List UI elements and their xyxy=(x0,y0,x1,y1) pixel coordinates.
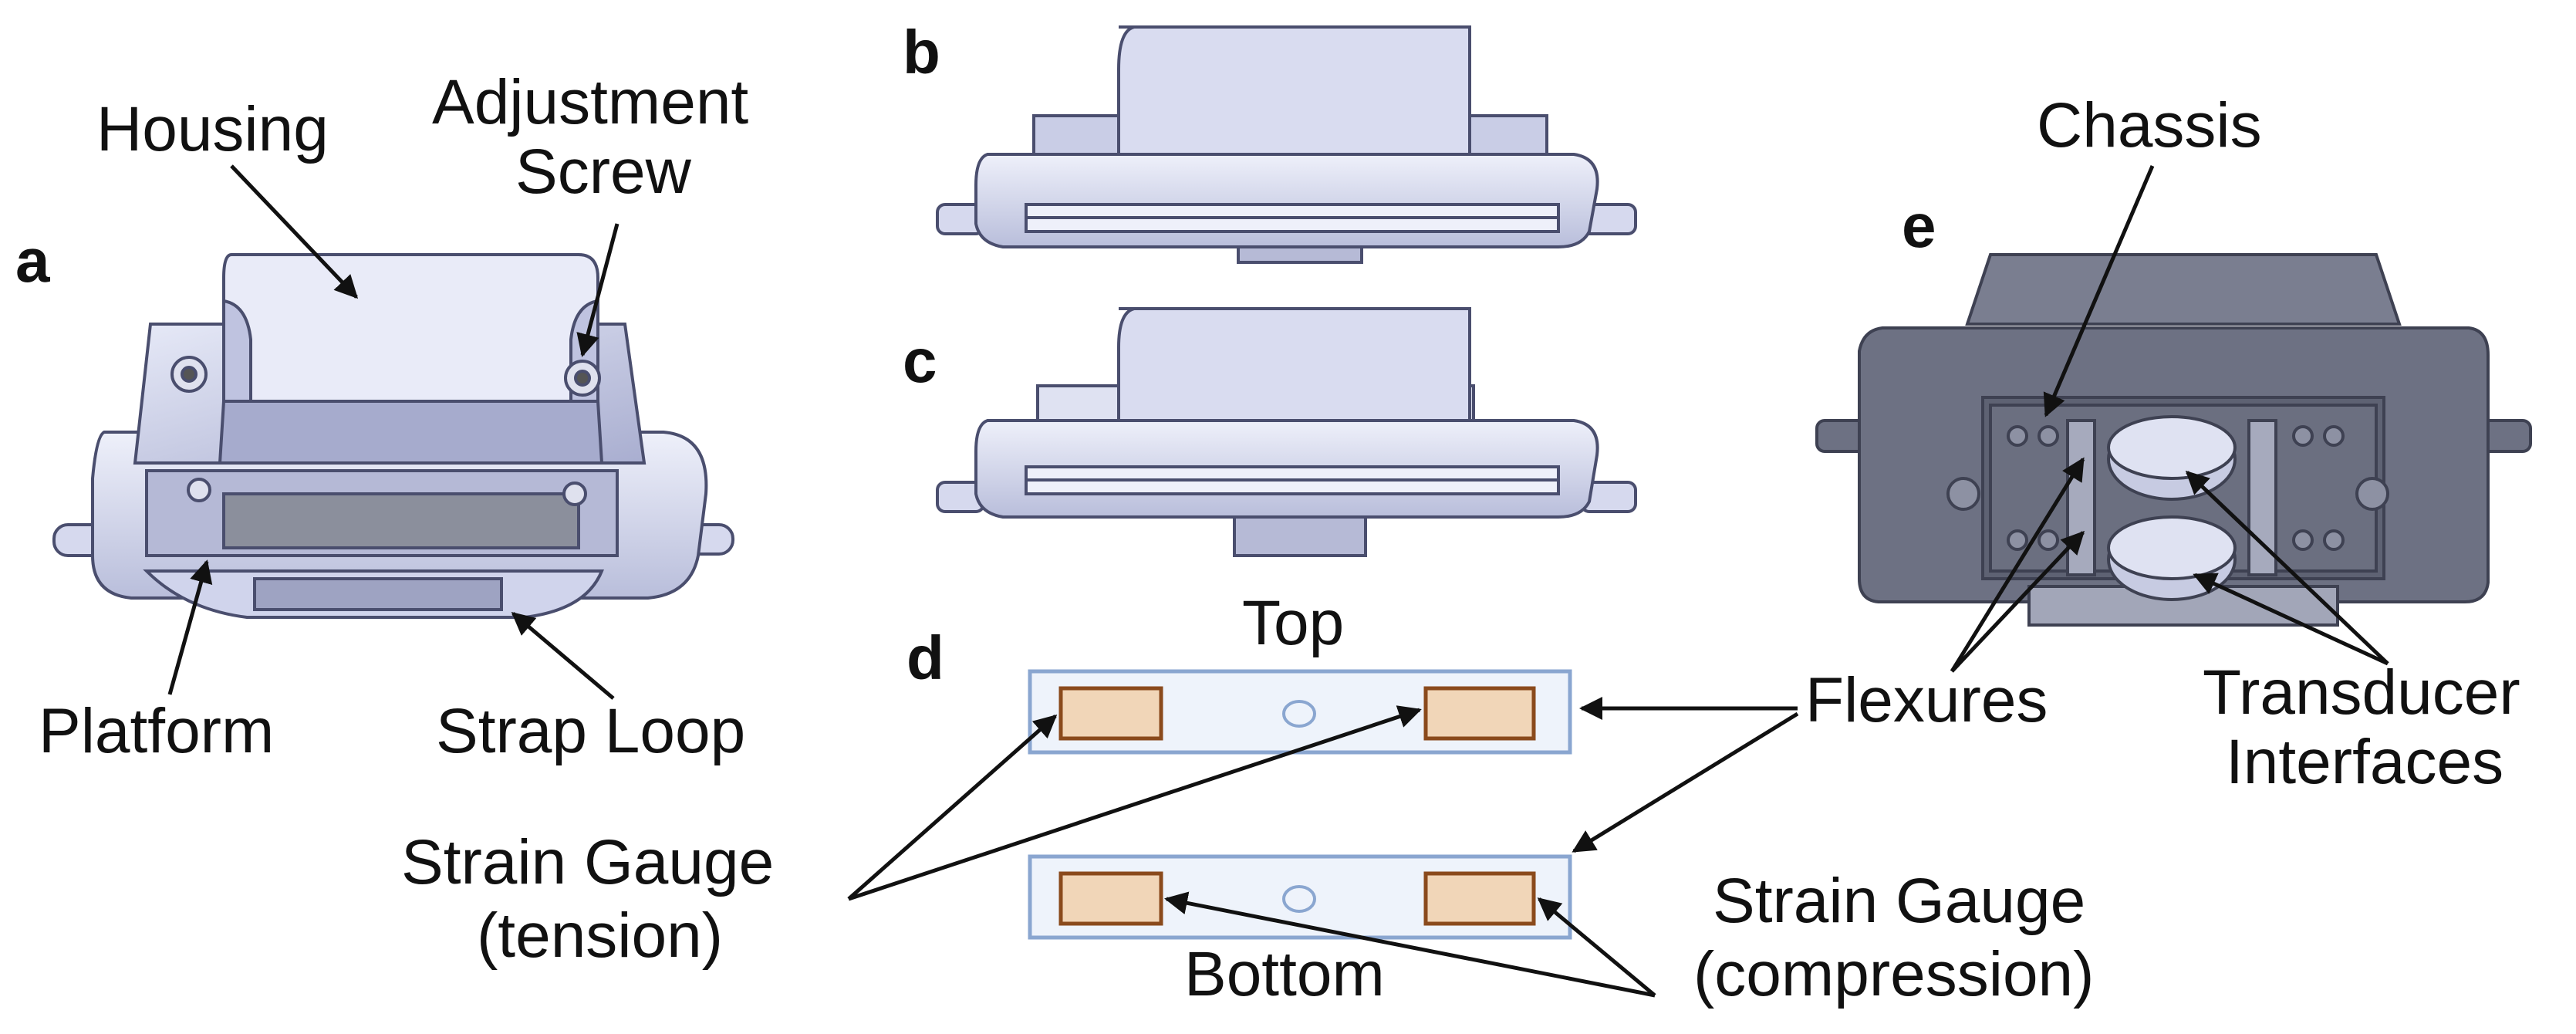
panel-label-d: d xyxy=(906,623,944,692)
panel-a-device xyxy=(52,253,734,619)
label-top: Top xyxy=(1242,588,1344,658)
label-chassis: Chassis xyxy=(2037,90,2262,161)
panel-c-device xyxy=(936,307,1637,557)
panel-b-device xyxy=(936,25,1637,264)
leader-arrows xyxy=(167,164,2389,998)
label-platform: Platform xyxy=(39,696,274,766)
strain-gauge-top-left xyxy=(1058,686,1163,741)
panel-label-a: a xyxy=(15,226,50,295)
label-adjustment-screw-line2: Screw xyxy=(515,137,692,207)
label-strain-gauge-tension-line2: (tension) xyxy=(477,901,723,971)
strain-gauge-bottom-right xyxy=(1423,871,1536,926)
panel-label-e: e xyxy=(1902,191,1936,260)
label-transducer-line2: Interfaces xyxy=(2226,727,2503,797)
strain-gauge-bottom-left xyxy=(1058,871,1163,926)
panel-letters: a b c d e xyxy=(15,18,1936,692)
panel-label-b: b xyxy=(903,18,940,86)
strain-gauge-top-right xyxy=(1423,686,1536,741)
label-transducer-line1: Transducer xyxy=(2203,657,2520,728)
label-strain-gauge-tension-line1: Strain Gauge xyxy=(401,827,774,897)
label-strap-loop: Strap Loop xyxy=(436,696,745,766)
label-housing: Housing xyxy=(96,94,329,164)
label-bottom: Bottom xyxy=(1184,939,1385,1009)
panel-label-c: c xyxy=(903,326,937,395)
label-strain-gauge-compression-line2: (compression) xyxy=(1693,939,2094,1009)
label-strain-gauge-compression-line1: Strain Gauge xyxy=(1713,866,2085,936)
panel-e-device xyxy=(1815,253,2532,627)
label-adjustment-screw-line1: Adjustment xyxy=(432,67,748,137)
text-labels: Housing Adjustment Screw Platform Strap … xyxy=(39,67,2520,1009)
label-flexures: Flexures xyxy=(1805,665,2048,735)
panel-d-flexures xyxy=(1028,669,1572,940)
